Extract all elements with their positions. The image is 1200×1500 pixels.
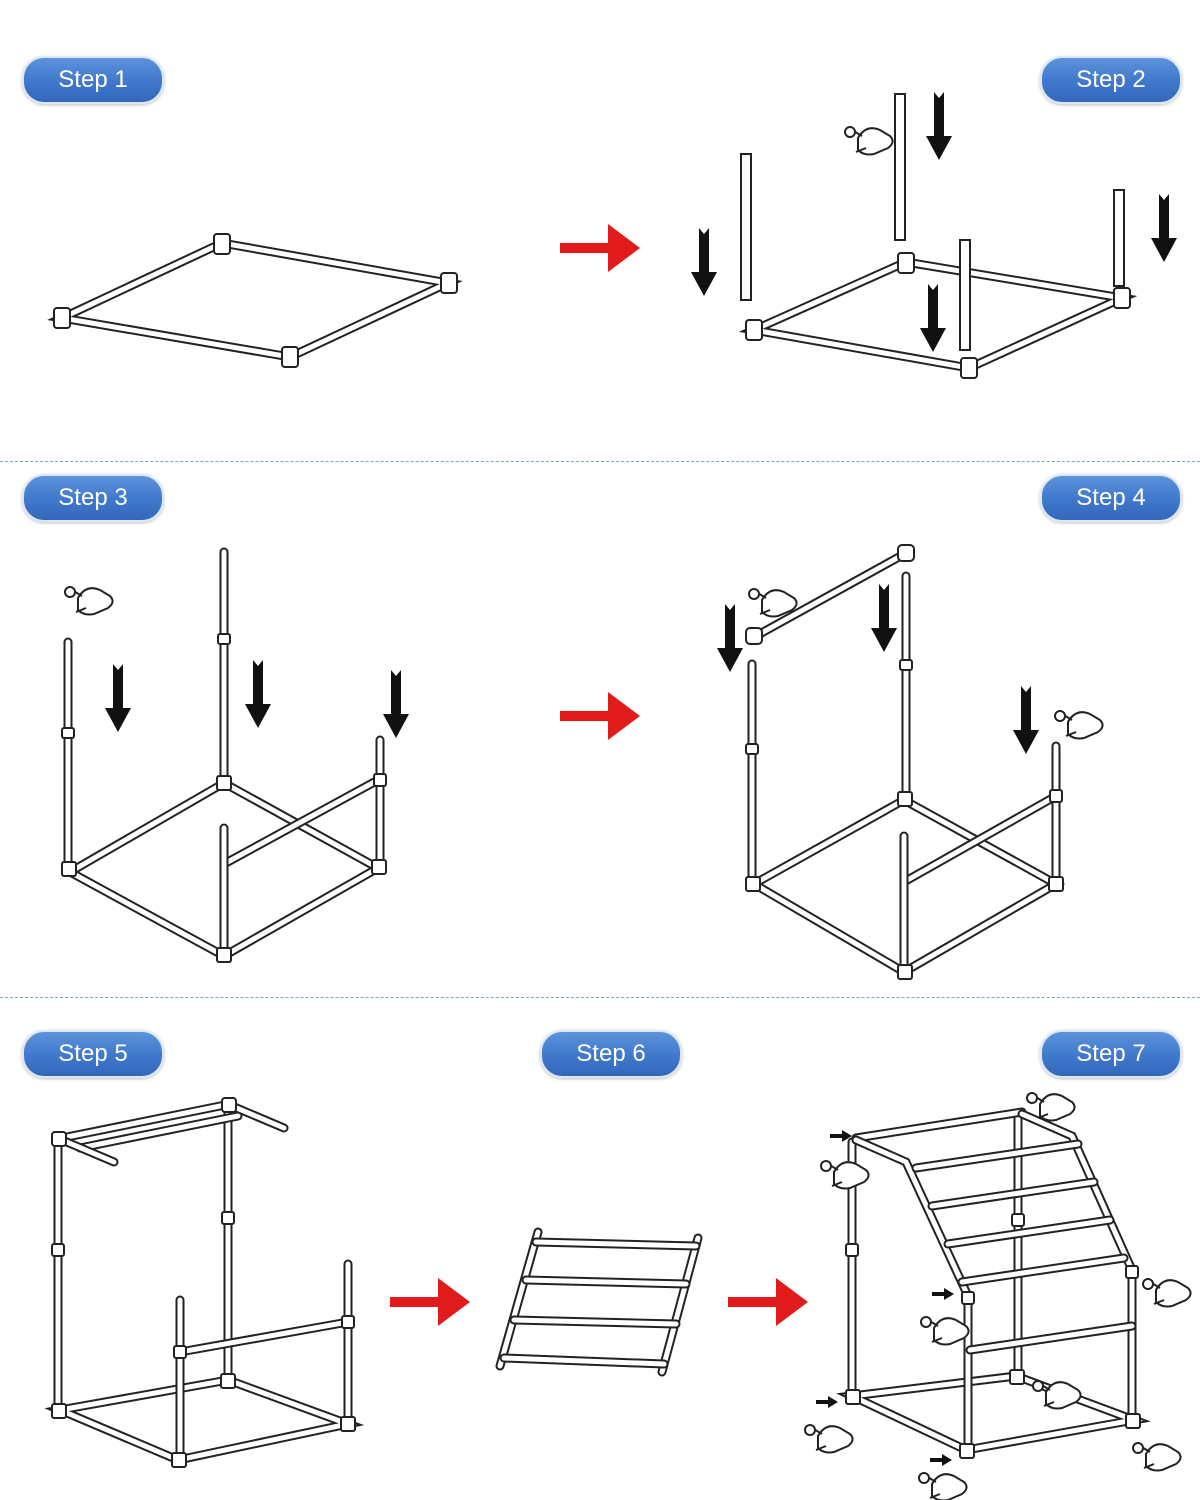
step-3-label: Step 3 [58, 484, 128, 511]
step-7-frame [836, 1107, 1151, 1459]
down-arrow-icon [691, 228, 717, 296]
down-arrow-icon [1151, 194, 1177, 262]
step-6-label: Step 6 [576, 1040, 646, 1067]
step-2-frame [738, 93, 1138, 379]
flow-arrow-icon [560, 692, 640, 740]
small-arrow-icon [816, 1396, 838, 1408]
hand-icon [1032, 1380, 1082, 1410]
section-divider [0, 461, 1200, 462]
flow-arrow-icon [728, 1278, 808, 1326]
section-divider [0, 997, 1200, 998]
flow-arrow-icon [560, 224, 640, 272]
small-arrow-icon [930, 1454, 952, 1466]
down-arrow-icon [245, 660, 271, 728]
step-1-frame-base [47, 233, 463, 368]
step-2-badge: Step 2 [1040, 56, 1182, 104]
small-arrow-icon [932, 1288, 954, 1300]
step-5-label: Step 5 [58, 1040, 128, 1067]
down-arrow-icon [105, 664, 131, 732]
step-4-frame [744, 544, 1066, 980]
step-1-label: Step 1 [58, 66, 128, 93]
hand-icon [1142, 1278, 1192, 1308]
hand-icon [918, 1472, 968, 1500]
step-1-badge: Step 1 [22, 56, 164, 104]
step-7-label: Step 7 [1076, 1040, 1146, 1067]
step-5-frame [44, 1097, 365, 1468]
hand-icon [820, 1160, 870, 1190]
down-arrow-icon [920, 284, 946, 352]
down-arrow-icon [871, 584, 897, 652]
step-5-badge: Step 5 [22, 1030, 164, 1078]
hand-icon [804, 1424, 854, 1454]
step-7-badge: Step 7 [1040, 1030, 1182, 1078]
hand-icon [1054, 710, 1104, 740]
hand-icon [1132, 1442, 1182, 1472]
hand-icon [844, 126, 894, 156]
down-arrow-icon [383, 670, 409, 738]
step-3-badge: Step 3 [22, 474, 164, 522]
step-2-label: Step 2 [1076, 66, 1146, 93]
step-6-ladder [495, 1227, 703, 1377]
hand-icon [748, 588, 798, 618]
step-3-frame [60, 547, 388, 963]
step-4-label: Step 4 [1076, 484, 1146, 511]
down-arrow-icon [926, 92, 952, 160]
down-arrow-icon [717, 604, 743, 672]
hand-icon [920, 1316, 970, 1346]
down-arrow-icon [1013, 686, 1039, 754]
hand-icon [64, 586, 114, 616]
step-4-badge: Step 4 [1040, 474, 1182, 522]
step-6-badge: Step 6 [540, 1030, 682, 1078]
flow-arrow-icon [390, 1278, 470, 1326]
